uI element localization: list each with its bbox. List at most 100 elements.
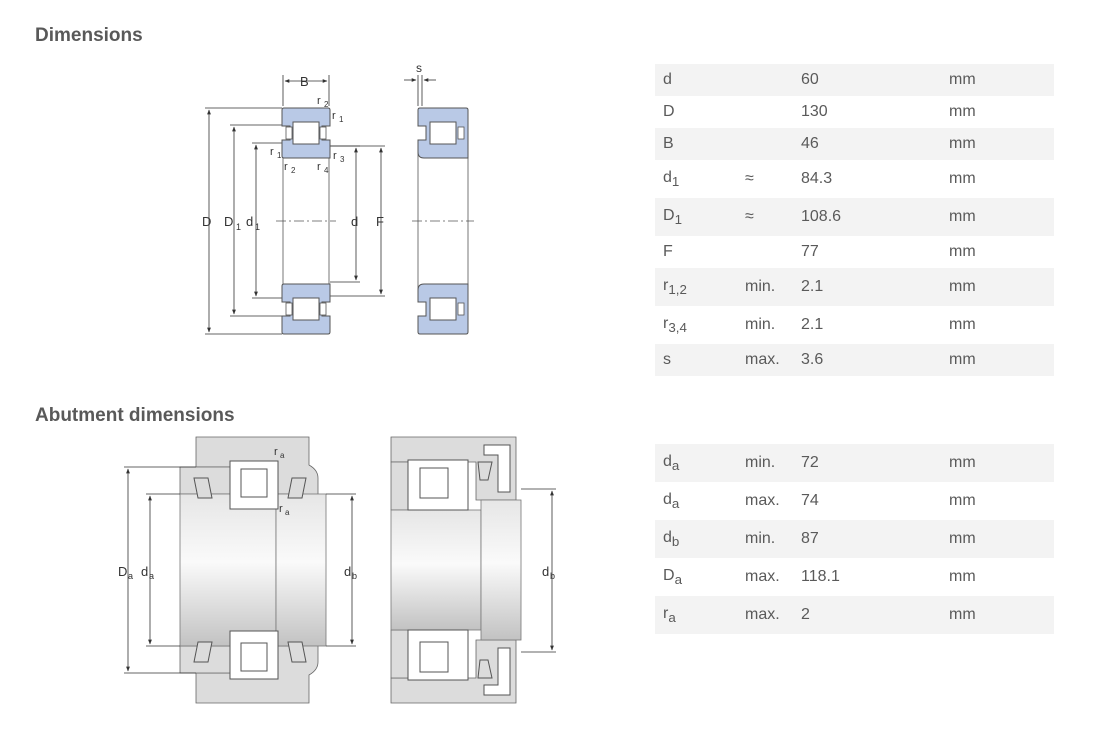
symbol-subscript: 1 xyxy=(671,174,680,190)
label-ra-top: r xyxy=(274,446,278,458)
qualifier-cell: max. xyxy=(745,351,780,368)
value-cell: 2.1 xyxy=(801,316,824,333)
svg-text:a: a xyxy=(149,571,154,581)
symbol: r xyxy=(663,604,669,622)
symbol-cell: D xyxy=(655,96,737,128)
table-row: B 46 mm xyxy=(655,128,1054,160)
value-cell: 2 xyxy=(801,606,810,623)
label-F: F xyxy=(376,214,384,229)
unit-cell: mm xyxy=(949,530,976,547)
label-D1: D xyxy=(224,214,233,229)
svg-text:a: a xyxy=(280,451,285,460)
qualifier-cell: ≈ xyxy=(745,170,754,187)
label-r4: r xyxy=(317,161,321,173)
symbol-cell: r3,4 xyxy=(655,306,737,344)
unit-cell: mm xyxy=(949,71,976,88)
unit-cell: mm xyxy=(949,103,976,120)
svg-text:b: b xyxy=(550,571,555,581)
table-row: D 130 mm xyxy=(655,96,1054,128)
qualifier-cell: min. xyxy=(745,454,776,471)
symbol-subscript: 3,4 xyxy=(668,320,687,336)
value-cell: 3.6 xyxy=(801,351,824,368)
label-d1-sub: 1 xyxy=(255,222,260,232)
symbol-cell: db xyxy=(655,520,737,558)
symbol: r xyxy=(663,314,669,332)
unit-cell: mm xyxy=(949,606,976,623)
label-d1: d xyxy=(246,214,253,229)
label-r2-top: r xyxy=(317,95,321,107)
table-row: s max. 3.6 mm xyxy=(655,344,1054,376)
label-d: d xyxy=(351,214,358,229)
value-cell: 46 xyxy=(801,135,819,152)
label-r1-top: r xyxy=(332,110,336,122)
svg-text:2: 2 xyxy=(324,100,329,109)
label-r3: r xyxy=(333,150,337,162)
svg-text:4: 4 xyxy=(324,166,329,175)
value-cell: 118.1 xyxy=(801,568,840,585)
qualifier-cell: min. xyxy=(745,316,776,333)
label-B: B xyxy=(300,74,309,89)
symbol-cell: Da xyxy=(655,558,737,596)
svg-text:a: a xyxy=(128,571,133,581)
svg-text:1: 1 xyxy=(339,115,344,124)
unit-cell: mm xyxy=(949,170,976,187)
label-db-left: d xyxy=(344,564,351,579)
value-cell: 2.1 xyxy=(801,278,824,295)
qualifier-cell: max. xyxy=(745,568,780,585)
label-db-right: d xyxy=(542,564,549,579)
value-cell: 77 xyxy=(801,243,819,260)
bearing-section-drawing xyxy=(205,75,385,335)
qualifier-cell: min. xyxy=(745,530,776,547)
dimensions-heading: Dimensions xyxy=(35,25,143,46)
unit-cell: mm xyxy=(949,492,976,509)
abutment-drawing-right: d b xyxy=(390,436,556,704)
svg-text:2: 2 xyxy=(291,166,296,175)
svg-text:b: b xyxy=(352,571,357,581)
symbol-cell: s xyxy=(655,344,737,376)
symbol: d xyxy=(663,452,672,470)
symbol-cell: F xyxy=(655,236,737,268)
symbol-cell: d1 xyxy=(655,160,737,198)
symbol-subscript: 1 xyxy=(674,212,682,228)
label-s: s xyxy=(416,61,422,75)
symbol: F xyxy=(663,243,673,260)
symbol-cell: B xyxy=(655,128,737,160)
symbol: D xyxy=(663,566,675,584)
qualifier-cell xyxy=(737,96,793,128)
table-row: r3,4 min. 2.1 mm xyxy=(655,306,1054,344)
qualifier-cell xyxy=(737,64,793,96)
label-ra-mid: r xyxy=(279,503,283,515)
value-cell: 130 xyxy=(801,103,828,120)
table-row: db min. 87 mm xyxy=(655,520,1054,558)
value-cell: 74 xyxy=(801,492,819,509)
unit-cell: mm xyxy=(949,351,976,368)
symbol: d xyxy=(663,490,672,508)
unit-cell: mm xyxy=(949,135,976,152)
abutment-dimensions-heading: Abutment dimensions xyxy=(35,405,235,426)
qualifier-cell: max. xyxy=(745,492,780,509)
symbol-cell: da xyxy=(655,482,737,520)
symbol: r xyxy=(663,276,669,294)
symbol: B xyxy=(663,135,674,152)
symbol-subscript: a xyxy=(674,572,682,588)
label-D1-sub: 1 xyxy=(236,222,241,232)
label-da: d xyxy=(141,564,148,579)
symbol: d xyxy=(663,528,672,546)
abutment-drawing-left: D a d a d b r a r a xyxy=(118,436,357,704)
label-D: D xyxy=(202,214,211,229)
table-row: da max. 74 mm xyxy=(655,482,1054,520)
qualifier-cell xyxy=(737,236,793,268)
value-cell: 72 xyxy=(801,454,819,471)
symbol-subscript: a xyxy=(671,496,680,512)
unit-cell: mm xyxy=(949,316,976,333)
value-cell: 87 xyxy=(801,530,819,547)
symbol-subscript: b xyxy=(671,534,680,550)
